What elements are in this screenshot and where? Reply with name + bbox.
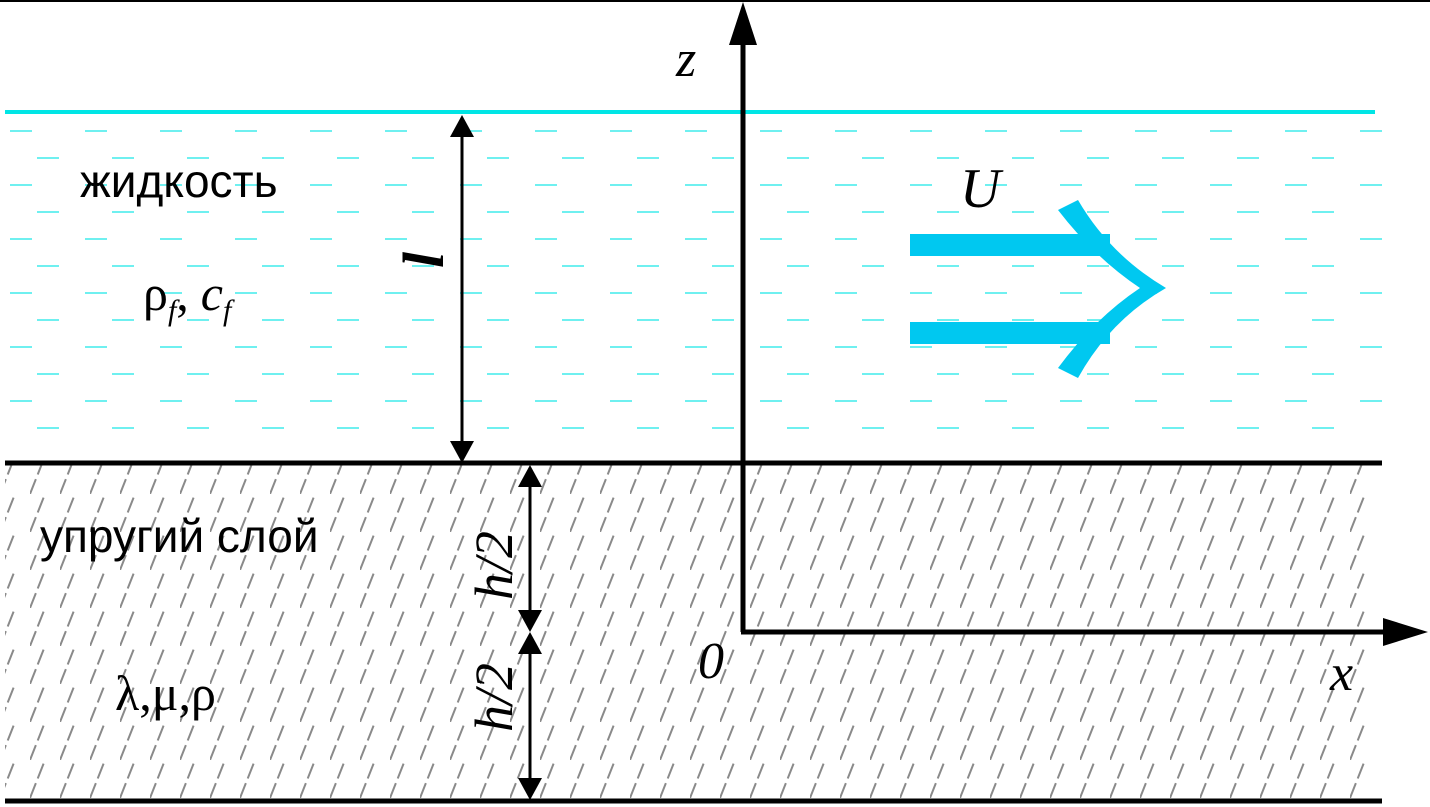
dimension-h-upper-bottom-arrow xyxy=(518,610,542,632)
fluid-properties-label: ρf,cf xyxy=(143,265,235,327)
flow-velocity-label: U xyxy=(960,158,1004,220)
dimension-l-top-arrow xyxy=(450,115,474,137)
solid-properties-label: λ,μ,ρ xyxy=(115,665,216,721)
dimension-h-lower-top-arrow xyxy=(518,632,542,654)
origin-label: 0 xyxy=(698,633,724,690)
fluid-dash-pattern xyxy=(10,130,1382,429)
x-axis-label: x xyxy=(1329,645,1353,702)
x-axis-arrowhead xyxy=(1383,618,1428,646)
half-thickness-upper-label: h/2 xyxy=(464,531,524,600)
fluid-thickness-label: l xyxy=(391,251,456,268)
z-axis-arrowhead xyxy=(729,2,757,45)
half-thickness-lower-label: h/2 xyxy=(464,663,524,732)
dimension-h-lower-bottom-arrow xyxy=(518,778,542,800)
solid-name-label: упругий слой xyxy=(40,510,319,562)
z-axis-label: z xyxy=(675,31,696,88)
dimension-l-bottom-arrow xyxy=(450,441,474,463)
dimension-h-upper-top-arrow xyxy=(518,465,542,487)
fluid-name-label: жидкость xyxy=(80,155,278,207)
flow-velocity-arrow xyxy=(910,200,1166,378)
